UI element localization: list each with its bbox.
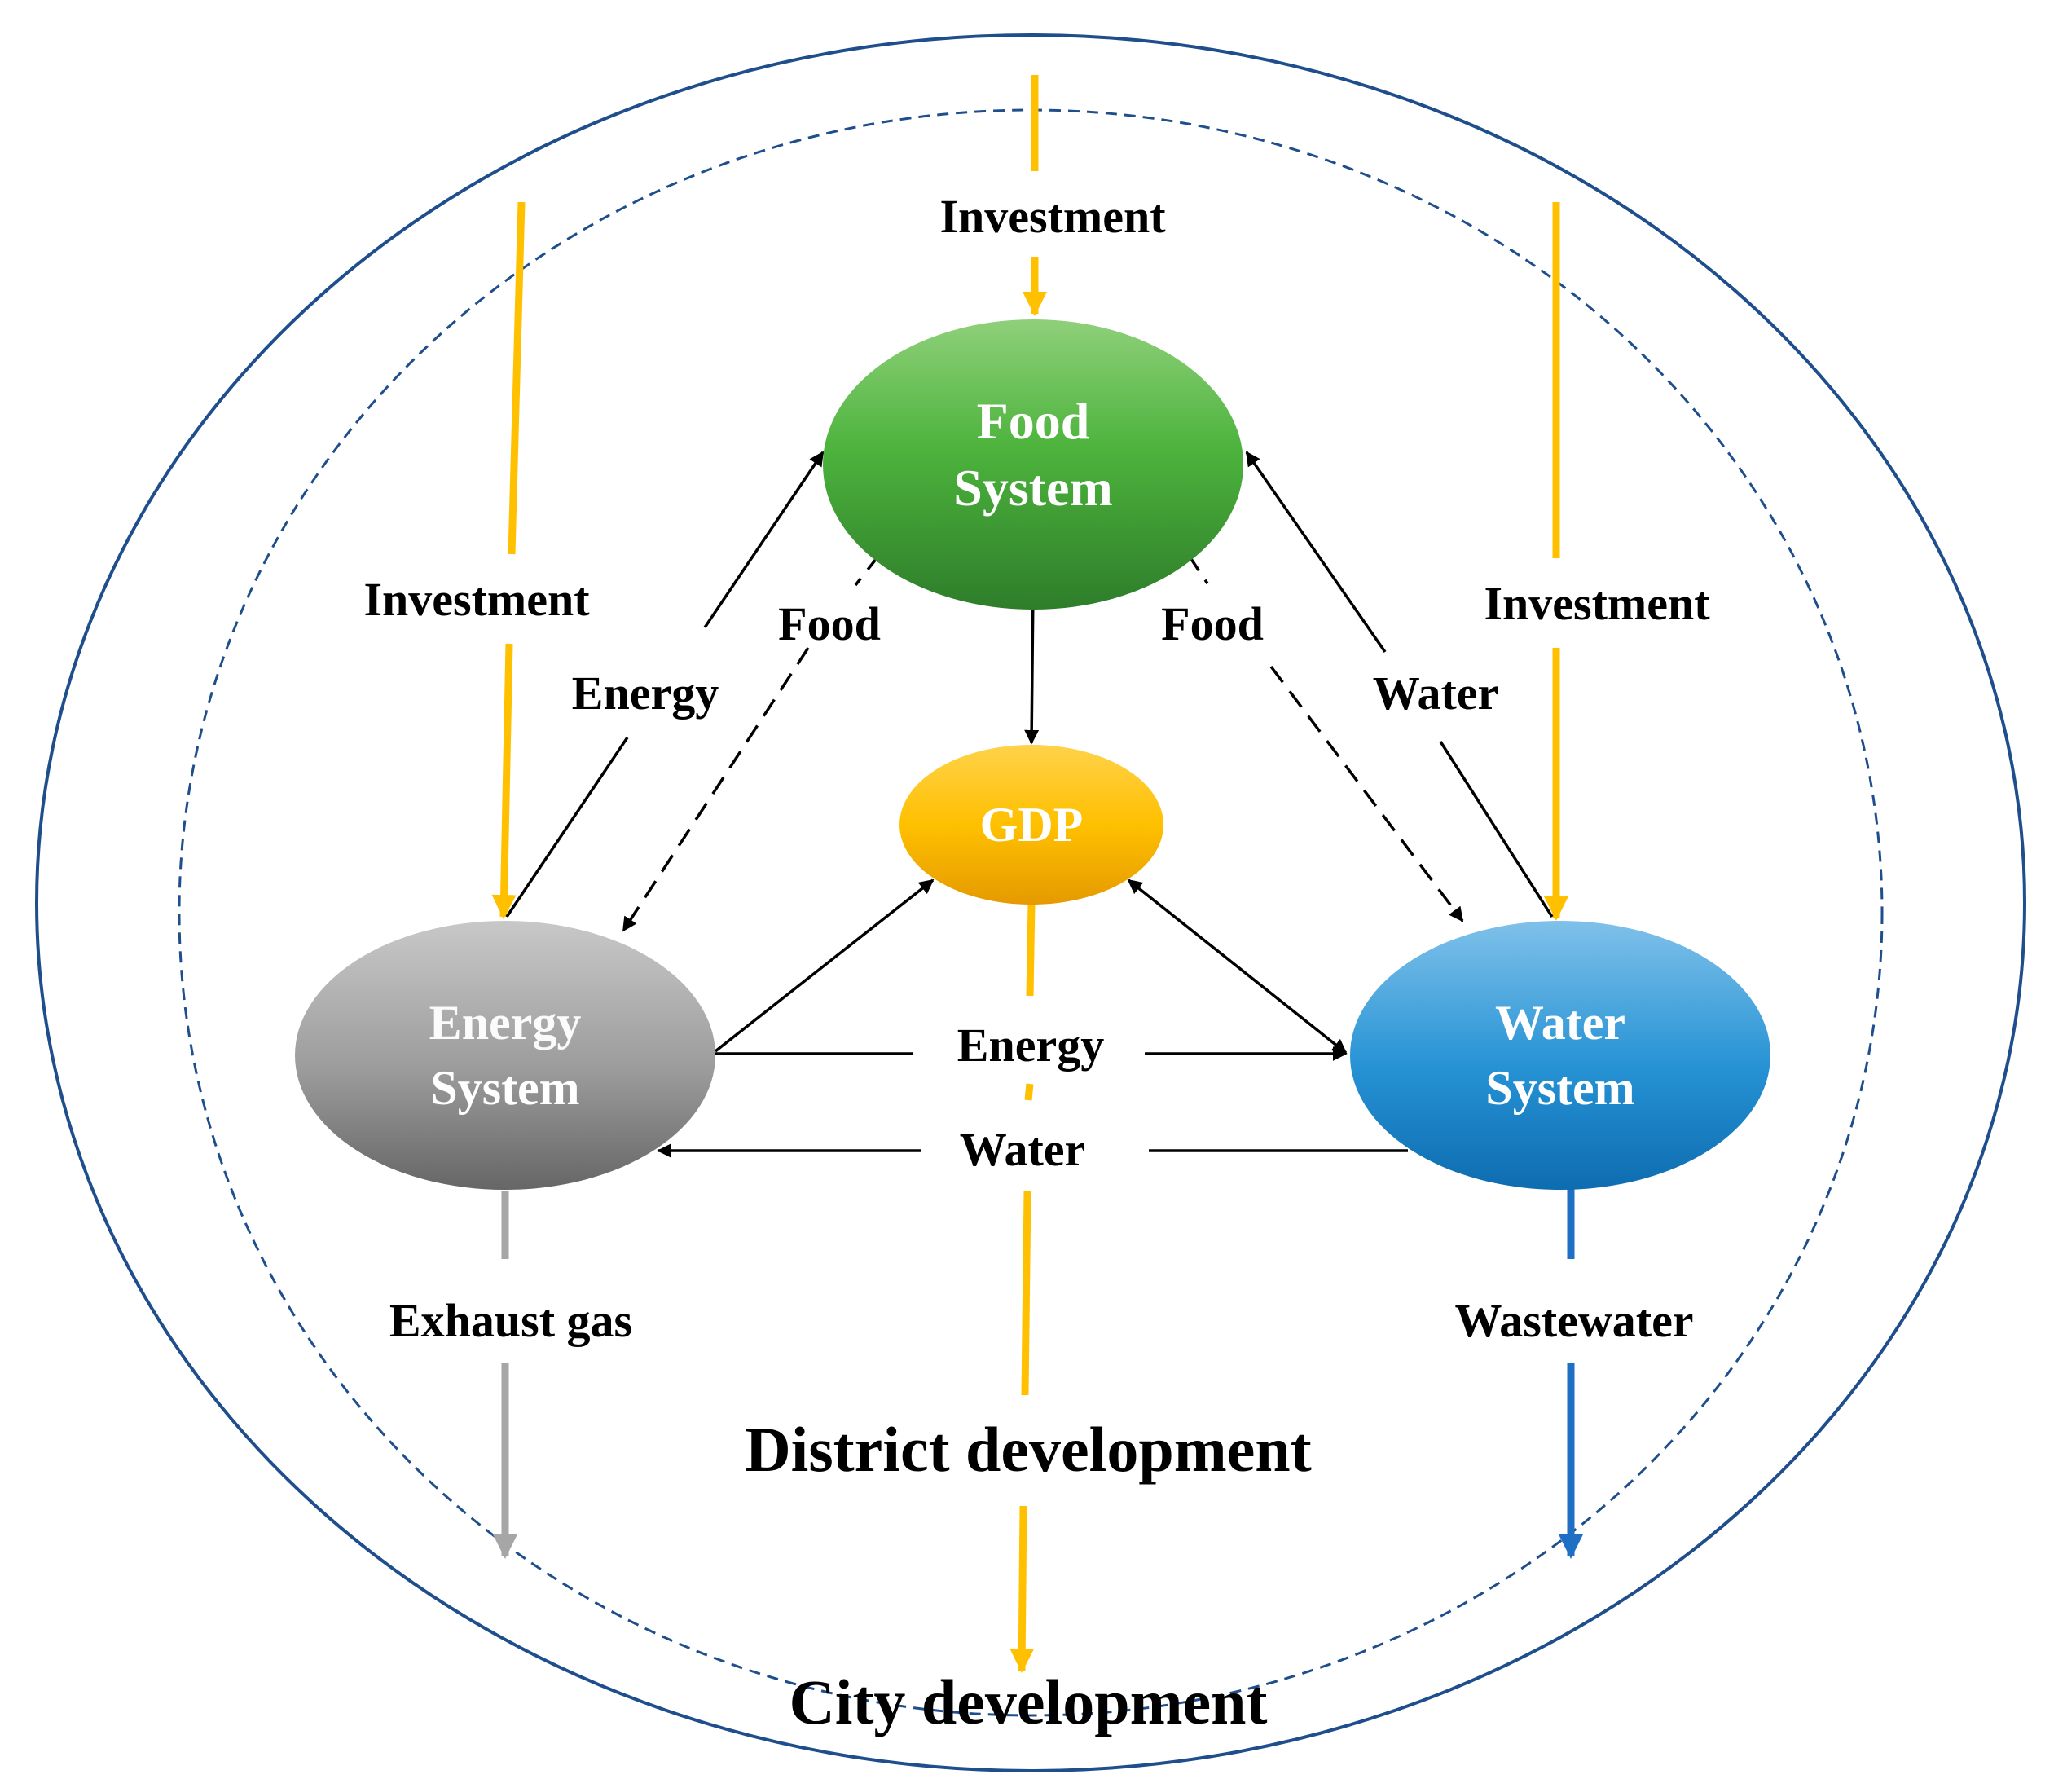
energy-system-node: Energy System [295, 921, 715, 1190]
energy-to-food-arrow-upper [703, 451, 825, 628]
investment-left-arrow-lower [491, 643, 517, 919]
water-system-node: Water System [1350, 921, 1770, 1190]
water-system-label-line2: System [1485, 1061, 1634, 1115]
energy-to-water-label: Energy [957, 1019, 1104, 1072]
investment-right-label: Investment [1484, 577, 1710, 630]
food-to-gdp-arrow [1024, 588, 1040, 745]
energy-to-food-arrow-lower [505, 737, 629, 918]
gdp-water-arrow [1127, 878, 1348, 1055]
gdp-development-arrow-4 [1009, 1505, 1035, 1673]
district-development-label: District development [745, 1414, 1311, 1485]
water-to-energy-label: Water [960, 1123, 1086, 1176]
gdp-label: GDP [980, 798, 1084, 852]
investment-left-label: Investment [363, 573, 590, 626]
district-boundary [178, 108, 1884, 1717]
investment-left-arrow-upper [508, 201, 526, 555]
system-flow-arrows [505, 451, 1554, 1158]
energy-to-food-label: Energy [572, 667, 719, 720]
food-system-label-line2: System [953, 459, 1113, 517]
wastewater-label: Wastewater [1454, 1294, 1693, 1347]
energy-system-label-line1: Energy [429, 996, 582, 1050]
food-to-water-arrow-lower [1269, 665, 1464, 922]
food-to-energy-arrow-lower [622, 647, 810, 932]
city-boundary [35, 33, 2026, 1772]
gdp-development-arrow-1 [1026, 902, 1036, 997]
water-to-food-arrow-lower [1439, 741, 1554, 918]
gdp-development-arrow-3 [1021, 1191, 1031, 1396]
energy-to-gdp-arrow [714, 878, 935, 1053]
food-system-node: Food System [823, 319, 1243, 610]
energy-system-label-line2: System [430, 1061, 579, 1115]
water-system-label-line1: Water [1495, 996, 1625, 1050]
water-to-food-label: Water [1373, 667, 1499, 720]
gdp-development-arrow-2 [1024, 1083, 1034, 1101]
food-to-energy-label: Food [778, 597, 881, 650]
investment-top-label: Investment [939, 190, 1166, 243]
food-to-water-label: Food [1161, 597, 1264, 650]
exhaust-gas-label: Exhaust gas [389, 1294, 632, 1347]
investment-arrows [491, 75, 1568, 1673]
city-development-label: City development [789, 1667, 1267, 1737]
food-system-label-line1: Food [977, 392, 1090, 450]
gdp-node: GDP [899, 745, 1163, 905]
water-to-food-arrow-upper [1245, 451, 1387, 653]
